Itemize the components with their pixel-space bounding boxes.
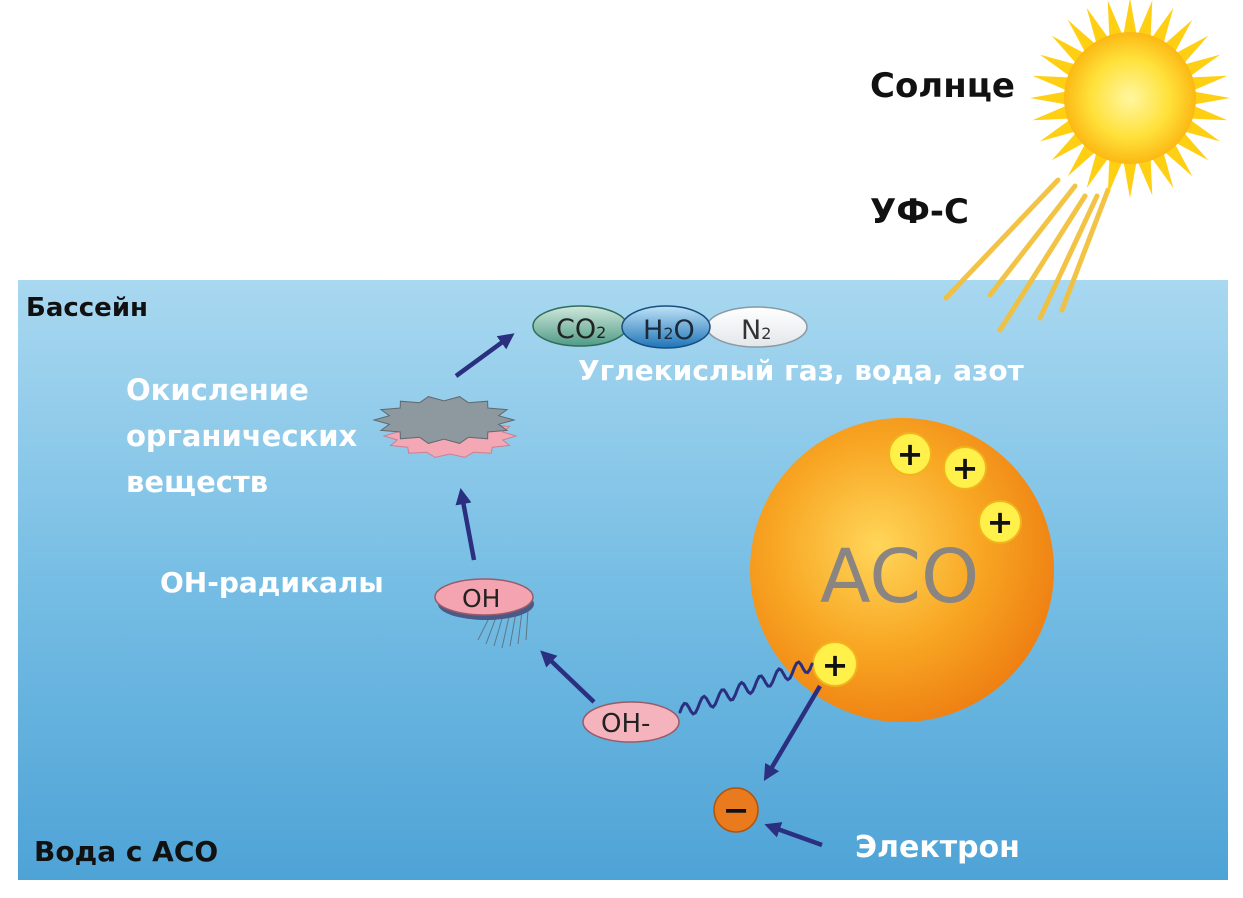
svg-text:ACO: ACO bbox=[820, 534, 979, 620]
oxidation-label: Окисление органических веществ bbox=[126, 367, 357, 505]
oh-radicals-label: OH-радикалы bbox=[160, 566, 384, 599]
electron: − bbox=[713, 787, 759, 833]
electron-label: Электрон bbox=[855, 830, 1020, 865]
oh-radical: OH bbox=[434, 578, 534, 649]
svg-text:CO2: CO2 bbox=[556, 314, 606, 345]
hole-plus-3: + bbox=[978, 500, 1022, 544]
svg-text:OH-: OH- bbox=[601, 709, 650, 739]
sun-label: Солнце bbox=[870, 66, 1015, 106]
oxidation-label-line-1: Окисление bbox=[126, 373, 309, 407]
arrow-electron-in bbox=[764, 822, 823, 848]
oxidation-label-line-3: веществ bbox=[126, 465, 269, 499]
hole-plus-4: + bbox=[812, 641, 858, 687]
organic-matter-icon bbox=[372, 396, 518, 458]
svg-text:+: + bbox=[987, 503, 1014, 541]
svg-text:+: + bbox=[897, 435, 924, 473]
svg-text:N2: N2 bbox=[741, 315, 771, 346]
uv-label: УФ-С bbox=[870, 192, 969, 232]
hole-plus-1: + bbox=[888, 432, 932, 476]
molecule-h2o: H2O bbox=[621, 305, 711, 349]
molecule-co2: CO2 bbox=[532, 305, 628, 347]
oxidation-label-line-2: органических bbox=[126, 419, 358, 453]
sun-icon bbox=[1030, 0, 1230, 198]
energy-wave-line bbox=[678, 660, 814, 716]
svg-text:OH: OH bbox=[462, 584, 500, 613]
uv-rays bbox=[943, 177, 1111, 333]
products-label: Углекислый газ, вода, азот bbox=[578, 354, 1024, 387]
arrow-to-oxidation bbox=[455, 488, 477, 561]
flow-arrows bbox=[454, 333, 823, 848]
svg-text:−: − bbox=[723, 791, 750, 829]
svg-text:+: + bbox=[822, 646, 849, 684]
hole-plus-2: + bbox=[943, 446, 987, 490]
oh-minus-ion: OH- bbox=[582, 701, 680, 743]
arrow-to-oh-radical bbox=[540, 650, 596, 704]
arrow-to-products bbox=[454, 333, 515, 378]
svg-text:H2O: H2O bbox=[643, 315, 695, 346]
arrow-to-electron bbox=[763, 684, 822, 781]
svg-text:+: + bbox=[952, 449, 979, 487]
water-with-aco-label: Вода с АСО bbox=[34, 835, 219, 868]
molecule-n2: N2 bbox=[706, 306, 808, 348]
pool-label: Бассейн bbox=[26, 293, 149, 323]
